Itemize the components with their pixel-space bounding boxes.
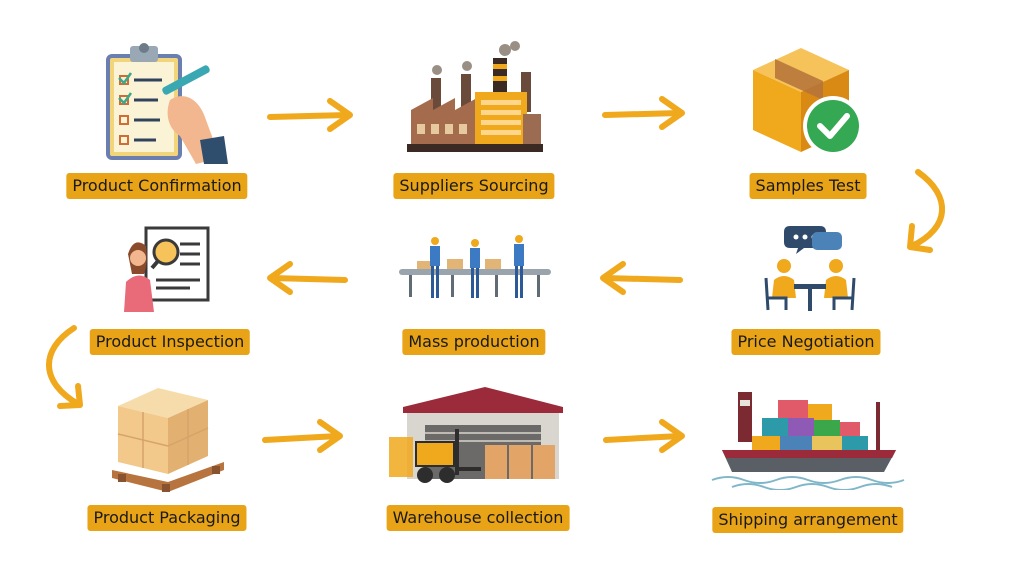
- box-check-icon: [753, 48, 863, 156]
- warehouse-forklift-icon: [389, 387, 563, 483]
- clipboard-checklist-icon: [106, 43, 228, 164]
- step-label-product-confirmation: Product Confirmation: [66, 173, 248, 199]
- arrow-left-2: [267, 261, 348, 295]
- arrow-curve-down-left: [46, 325, 83, 409]
- inspector-icon: [124, 226, 210, 312]
- step-label-samples-test: Samples Test: [749, 173, 867, 199]
- arrow-right-1: [267, 98, 353, 132]
- assembly-line-icon: [399, 235, 551, 298]
- step-label-mass-production: Mass production: [402, 329, 546, 355]
- arrow-left-1: [600, 261, 683, 295]
- meeting-table-icon: [764, 226, 856, 311]
- arrow-curve-down-right: [907, 169, 946, 253]
- step-label-suppliers-sourcing: Suppliers Sourcing: [393, 173, 555, 199]
- step-label-warehouse-collection: Warehouse collection: [386, 505, 570, 531]
- arrow-right-4: [603, 419, 685, 453]
- cargo-ship-icon: [711, 392, 905, 490]
- arrow-right-3: [262, 419, 343, 453]
- factory-icon: [407, 41, 543, 152]
- step-label-price-negotiation: Price Negotiation: [731, 329, 881, 355]
- step-label-product-inspection: Product Inspection: [89, 329, 251, 355]
- step-label-shipping-arrangement: Shipping arrangement: [712, 507, 904, 533]
- arrow-right-2: [602, 96, 685, 130]
- pallet-boxes-icon: [112, 388, 224, 492]
- step-label-product-packaging: Product Packaging: [87, 505, 247, 531]
